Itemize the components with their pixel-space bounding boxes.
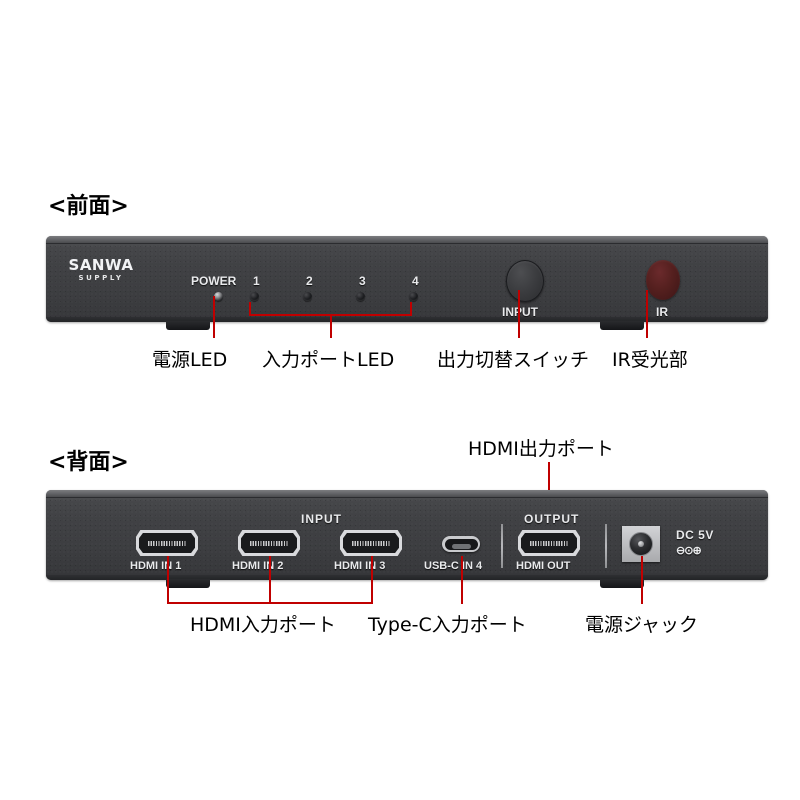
rear-panel-chassis: INPUT HDMI IN 1 HDMI IN 2 HDMI IN 3	[46, 490, 768, 580]
front-top-bevel	[46, 236, 768, 244]
port-label-usb-c-in-4: USB-C IN 4	[424, 560, 483, 572]
hdmi-in-3-pins	[352, 541, 390, 546]
callout-line-input-switch	[518, 290, 520, 338]
port-hdmi-out[interactable]	[518, 530, 580, 556]
callout-label-output-switch: 出力切替スイッチ	[437, 349, 590, 371]
hdmi-in-3-cavity	[343, 533, 399, 553]
power-label: POWER	[191, 274, 237, 288]
callout-bracket-left-riser	[249, 302, 251, 316]
power-led	[214, 292, 223, 301]
port-label-hdmi-in-1: HDMI IN 1	[130, 560, 182, 572]
port-label-hdmi-in-2: HDMI IN 2	[232, 560, 284, 572]
led-number-1: 1	[253, 274, 260, 288]
callout-label-input-port-led: 入力ポートLED	[262, 349, 395, 371]
port-label-hdmi-in-3: HDMI IN 3	[334, 560, 386, 572]
input-led-2	[303, 292, 312, 301]
usb-c-cavity	[444, 538, 478, 550]
callout-label-hdmi-output-port: HDMI出力ポート	[468, 438, 614, 460]
rear-bottom-edge	[46, 575, 768, 580]
callout-label-type-c-input-port: Type-C入力ポート	[368, 614, 527, 636]
hdmi-out-cavity	[521, 533, 577, 553]
callout-label-ir-receiver: IR受光部	[612, 349, 688, 371]
divider-output-power	[605, 524, 607, 568]
led-number-2: 2	[306, 274, 313, 288]
rear-foot-right	[600, 579, 644, 588]
dc-jack-barrel	[629, 532, 653, 556]
port-hdmi-in-2[interactable]	[238, 530, 300, 556]
hdmi-in-1-cavity	[139, 533, 195, 553]
callout-riser-hdmi-in-3	[371, 556, 373, 604]
hdmi-in-2-cavity	[241, 533, 297, 553]
callout-line-power-led	[213, 296, 215, 338]
dc-voltage-label: DC 5V	[676, 528, 714, 542]
front-section-heading: <前面>	[48, 194, 129, 219]
input-led-4	[409, 292, 418, 301]
led-number-3: 3	[359, 274, 366, 288]
callout-bracket-bar-hdmi-in	[167, 602, 373, 604]
front-bottom-edge	[46, 317, 768, 322]
port-usb-c-in-4[interactable]	[442, 536, 480, 552]
usb-c-tongue	[451, 544, 471, 549]
logo-brand-text: SANWA	[68, 256, 134, 274]
port-hdmi-in-3[interactable]	[340, 530, 402, 556]
hdmi-in-1-pins	[148, 541, 186, 546]
callout-line-ir	[646, 290, 648, 338]
ir-label: IR	[656, 305, 668, 319]
dc-jack-center-pin	[638, 541, 644, 547]
front-panel-chassis: SANWA SUPPLY POWER 1 2 3 4 INPUT IR	[46, 236, 768, 322]
rear-output-group-label: OUTPUT	[524, 512, 580, 526]
callout-riser-hdmi-in-2	[269, 556, 271, 604]
polarity-minus-icon: ⊖	[676, 545, 686, 557]
dc-polarity-symbol: ⊖ ⊙ ⊕	[676, 544, 702, 557]
callout-label-power-led: 電源LED	[152, 349, 228, 371]
callout-line-input-leds	[330, 314, 332, 338]
rear-section-heading: <背面>	[48, 450, 129, 475]
callout-line-type-c	[461, 556, 463, 604]
front-foot-left	[166, 321, 210, 330]
led-number-4: 4	[412, 274, 419, 288]
polarity-plus-icon: ⊕	[692, 545, 702, 557]
rear-top-bevel	[46, 490, 768, 498]
input-button-label: INPUT	[502, 305, 538, 319]
polarity-center-icon: ⊙	[684, 545, 694, 557]
callout-label-power-jack: 電源ジャック	[585, 614, 699, 636]
input-led-3	[356, 292, 365, 301]
input-led-1	[250, 292, 259, 301]
logo-sub-text: SUPPLY	[78, 274, 124, 282]
port-hdmi-in-1[interactable]	[136, 530, 198, 556]
hdmi-in-2-pins	[250, 541, 288, 546]
divider-input-output	[501, 524, 503, 568]
callout-line-power-jack	[641, 556, 643, 604]
callout-label-hdmi-input-port: HDMI入力ポート	[190, 614, 336, 636]
rear-foot-left	[166, 579, 210, 588]
port-label-hdmi-out: HDMI OUT	[516, 560, 571, 572]
input-switch-button[interactable]	[506, 260, 544, 302]
front-foot-right	[600, 321, 644, 330]
sanwa-supply-logo: SANWA SUPPLY	[64, 258, 138, 282]
hdmi-out-pins	[530, 541, 568, 546]
callout-riser-hdmi-in-1	[167, 556, 169, 604]
rear-input-group-label: INPUT	[301, 512, 342, 526]
callout-bracket-right-riser	[410, 302, 412, 316]
ir-receiver-window	[646, 260, 680, 300]
